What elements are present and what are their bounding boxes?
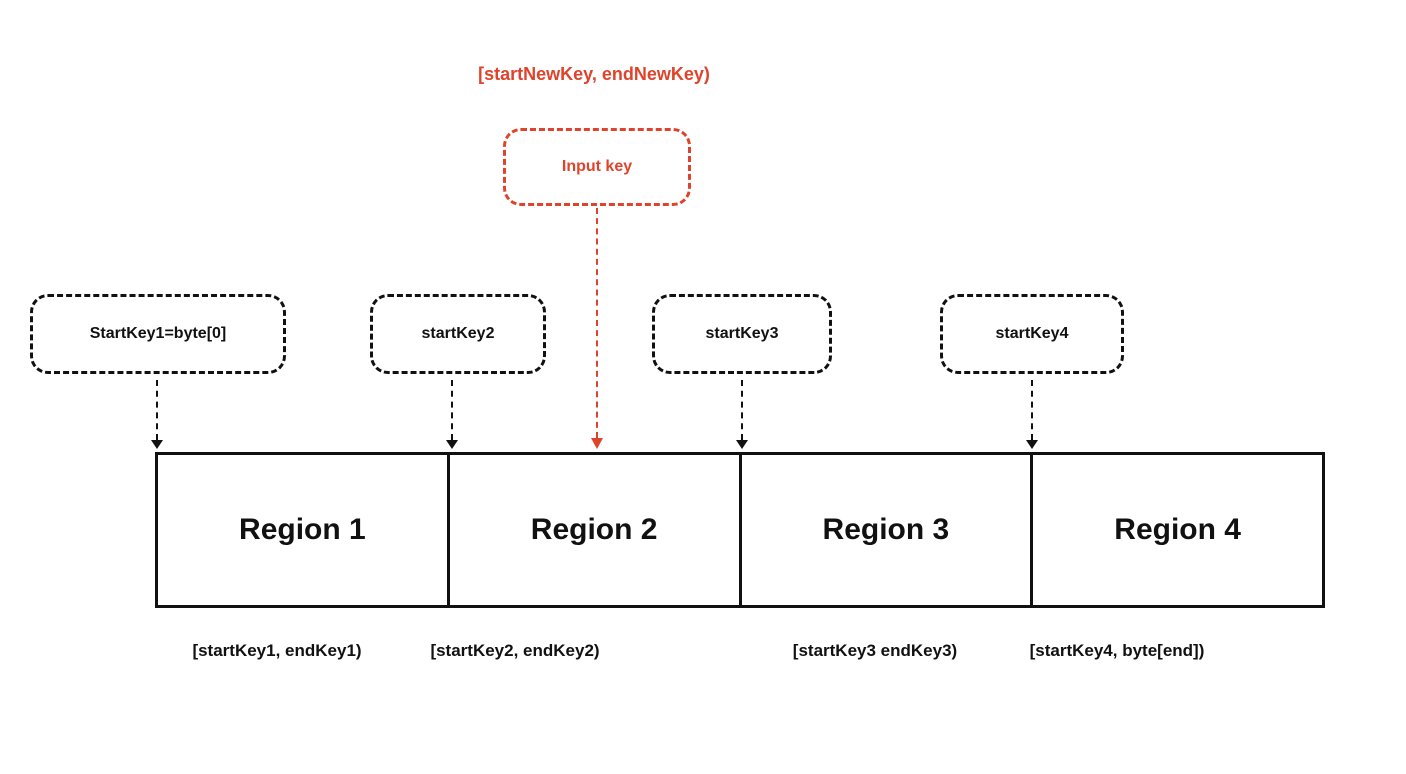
key-box-startkey2: startKey2: [370, 294, 546, 374]
key-box-startkey1-label: StartKey1=byte[0]: [89, 325, 227, 342]
startkey3-arrowhead-icon: [736, 440, 748, 449]
region-4-cell: Region 4: [1033, 455, 1322, 605]
region-1-label: Region 1: [239, 513, 366, 546]
region-3-range-label: [startKey3 endKey3): [792, 641, 958, 660]
startkey2-arrow-line: [451, 380, 453, 440]
key-box-startkey1: StartKey1=byte[0]: [30, 294, 286, 374]
region-3-label: Region 3: [822, 513, 950, 546]
region-2-range-label: [startKey2, endKey2): [430, 641, 600, 660]
startkey2-arrowhead-icon: [446, 440, 458, 449]
region-4-range-label: [startKey4, byte[end]): [1029, 641, 1205, 660]
startkey3-arrow-line: [741, 380, 743, 440]
input-key-box: Input key: [503, 128, 691, 206]
region-bar: Region 1 Region 2 Region 3 Region 4: [155, 452, 1325, 608]
startkey1-arrow-line: [156, 380, 158, 440]
key-box-startkey3: startKey3: [652, 294, 832, 374]
key-box-startkey3-label: startKey3: [705, 325, 779, 342]
key-box-startkey4-label: startKey4: [995, 325, 1069, 342]
input-key-arrow-line: [596, 208, 598, 438]
startkey1-arrowhead-icon: [151, 440, 163, 449]
region-1-cell: Region 1: [158, 455, 450, 605]
region-4-label: Region 4: [1114, 513, 1241, 546]
region-2-cell: Region 2: [450, 455, 742, 605]
input-key-arrowhead-icon: [591, 438, 603, 449]
input-key-box-label: Input key: [561, 158, 633, 175]
region-2-label: Region 2: [530, 513, 658, 546]
startkey4-arrow-line: [1031, 380, 1033, 440]
region-3-cell: Region 3: [742, 455, 1034, 605]
key-box-startkey4: startKey4: [940, 294, 1124, 374]
key-box-startkey2-label: startKey2: [421, 325, 495, 342]
startkey4-arrowhead-icon: [1026, 440, 1038, 449]
region-1-range-label: [startKey1, endKey1): [192, 641, 362, 660]
input-key-range-label: [startNewKey, endNewKey): [478, 64, 710, 84]
